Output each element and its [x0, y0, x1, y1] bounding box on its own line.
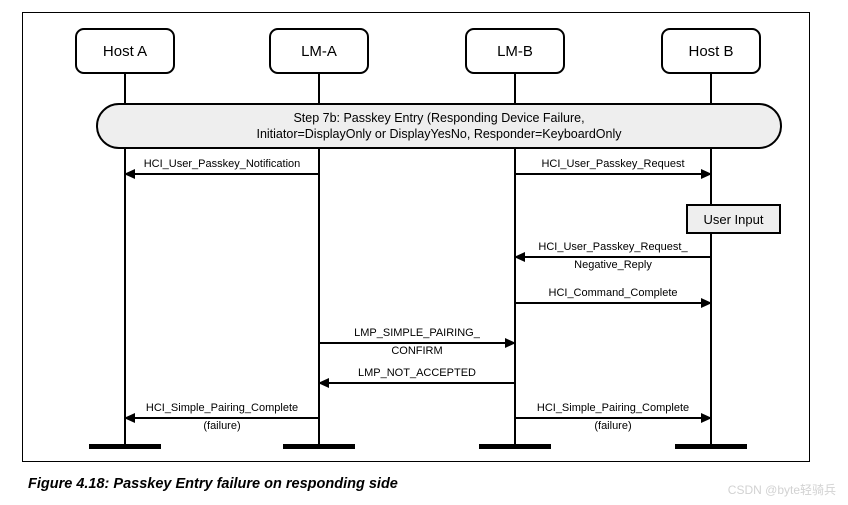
actor-box-lm-a: LM-A	[269, 28, 369, 74]
arrowhead-left-icon	[318, 378, 329, 388]
lifeline-terminator-lm-b	[479, 444, 551, 449]
actor-label: Host A	[102, 42, 148, 60]
user-input-note: User Input	[686, 204, 781, 234]
message-shaft	[515, 417, 711, 419]
message-shaft	[515, 302, 711, 304]
message-shaft	[515, 173, 711, 175]
lifeline-terminator-host-b	[675, 444, 747, 449]
step-banner-line-2: Initiator=DisplayOnly or DisplayYesNo, R…	[256, 127, 622, 141]
lifeline-terminator-host-a	[89, 444, 161, 449]
message-label: HCI_User_Passkey_Notification	[143, 158, 301, 170]
arrowhead-right-icon	[701, 169, 712, 179]
arrowhead-left-icon	[124, 413, 135, 423]
watermark-text: CSDN @byte轻骑兵	[727, 483, 836, 497]
actor-label: Host B	[688, 42, 734, 60]
message-shaft	[319, 342, 515, 344]
message-label: LMP_NOT_ACCEPTED	[358, 367, 476, 379]
message-label: HCI_User_Passkey_Request	[541, 158, 685, 170]
actor-box-host-a: Host A	[75, 28, 175, 74]
actor-label: LM-B	[497, 42, 533, 60]
message-label: HCI_Simple_Pairing_Complete	[536, 402, 690, 414]
arrowhead-right-icon	[701, 413, 712, 423]
step-banner-line-1: Step 7b: Passkey Entry (Responding Devic…	[293, 111, 585, 125]
message-shaft	[125, 417, 319, 419]
actor-label: LM-A	[301, 42, 337, 60]
message-label: LMP_SIMPLE_PAIRING_	[354, 327, 480, 339]
message-shaft	[515, 256, 711, 258]
figure-caption: Figure 4.18: Passkey Entry failure on re…	[28, 476, 398, 492]
message-label-second-line: CONFIRM	[391, 345, 443, 357]
lifeline-terminator-lm-a	[283, 444, 355, 449]
message-label-second-line: (failure)	[203, 420, 241, 432]
message-label: HCI_Simple_Pairing_Complete	[145, 402, 299, 414]
user-input-note-label: User Input	[703, 211, 764, 227]
message-label-second-line: (failure)	[594, 420, 632, 432]
actor-box-lm-b: LM-B	[465, 28, 565, 74]
message-shaft	[319, 382, 515, 384]
actor-box-host-b: Host B	[661, 28, 761, 74]
message-shaft	[125, 173, 319, 175]
diagram-frame: Host A LM-A LM-B Host B Step 7b: Passkey En…	[22, 12, 810, 462]
arrowhead-right-icon	[701, 298, 712, 308]
step-banner: Step 7b: Passkey Entry (Responding Devic…	[96, 103, 782, 149]
message-label-second-line: Negative_Reply	[574, 259, 652, 271]
message-label: HCI_Command_Complete	[548, 287, 678, 299]
lifeline-host-b	[710, 74, 712, 444]
message-label: HCI_User_Passkey_Request_	[538, 241, 688, 253]
arrowhead-left-icon	[514, 252, 525, 262]
lifeline-lm-a	[318, 74, 320, 444]
lifeline-host-a	[124, 74, 126, 444]
arrowhead-left-icon	[124, 169, 135, 179]
arrowhead-right-icon	[505, 338, 516, 348]
